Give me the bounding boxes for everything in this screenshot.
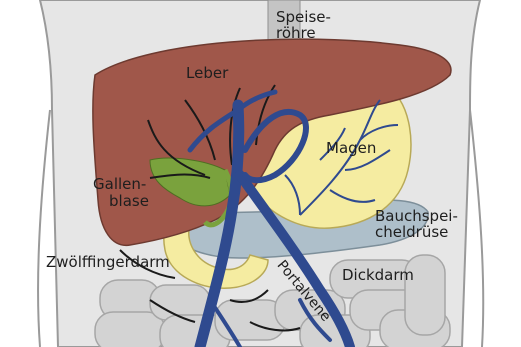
label-speiserohre-line2: röhre (276, 26, 316, 41)
label-gallenblase-line1: Gallen- (93, 177, 146, 192)
label-leber: Leber (186, 66, 228, 81)
label-bauchspeicheldruse-line2: cheldrüse (375, 225, 448, 240)
label-bauchspeicheldruse-line1: Bauchspei- (375, 209, 458, 224)
label-speiserohre-line1: Speise- (276, 10, 331, 25)
label-zwolffingerdarm: Zwölffingerdarm (46, 255, 170, 270)
label-dickdarm: Dickdarm (342, 268, 414, 283)
label-magen: Magen (326, 141, 376, 156)
label-gallenblase-line2: blase (109, 194, 149, 209)
